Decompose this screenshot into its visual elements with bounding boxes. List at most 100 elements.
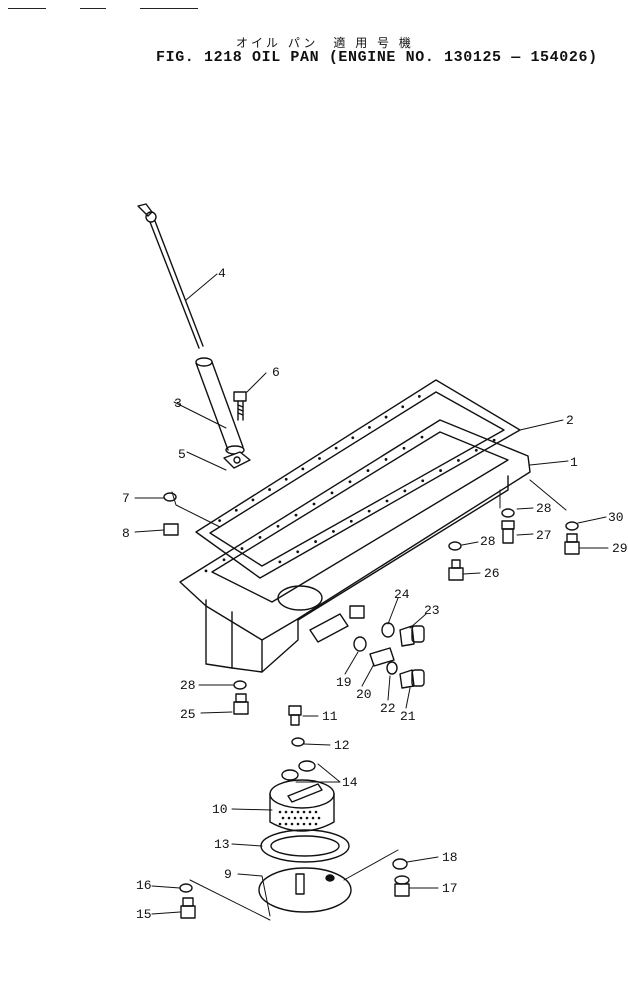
callout-13: 13 xyxy=(214,837,230,852)
gasket-hole xyxy=(251,498,255,502)
callout-4: 4 xyxy=(218,266,226,281)
strainer-hole xyxy=(299,816,303,820)
bolt-29 xyxy=(564,533,580,555)
gasket-hole xyxy=(284,477,288,481)
header-rule-2 xyxy=(80,8,106,9)
bolt-11 xyxy=(288,705,302,726)
strainer-hole xyxy=(287,816,291,820)
header-rule-3 xyxy=(140,8,198,9)
callout-24: 24 xyxy=(394,587,410,602)
washer-28c xyxy=(233,680,247,690)
gauge-tube xyxy=(195,357,245,455)
gasket-13 xyxy=(260,829,350,863)
washer-30 xyxy=(565,521,579,531)
pan-hole xyxy=(366,469,370,472)
callout-6: 6 xyxy=(272,365,280,380)
callout-11: 11 xyxy=(322,709,338,724)
figure-title: FIG. 1218 OIL PAN (ENGINE NO. 130125 — 1… xyxy=(156,49,598,66)
gasket-hole xyxy=(385,499,389,503)
strainer-10 xyxy=(269,779,335,832)
gasket-hole xyxy=(268,488,271,491)
gasket-hole xyxy=(334,446,338,450)
pan-hole xyxy=(312,502,316,506)
pan-hole xyxy=(420,435,424,439)
bolt-15 xyxy=(180,897,196,919)
bolt-26 xyxy=(448,559,464,581)
strainer-hole xyxy=(281,816,285,820)
callout-2: 2 xyxy=(566,413,574,428)
gasket-hole xyxy=(421,479,425,483)
strainer-hole xyxy=(278,810,282,814)
callout-16: 16 xyxy=(136,878,152,893)
callout-23: 23 xyxy=(424,603,440,618)
strainer-hole xyxy=(290,822,294,826)
strainer-hole xyxy=(308,822,312,826)
callout-26: 26 xyxy=(484,566,500,581)
callout-28-upper: 28 xyxy=(536,501,552,516)
japanese-title: オイル パン 適 用 号 機 xyxy=(236,36,414,50)
pan-hole xyxy=(330,491,334,495)
strainer-hole xyxy=(305,816,309,820)
bolt-6 xyxy=(233,391,247,421)
gasket-hole xyxy=(218,519,222,523)
strainer-perforations xyxy=(278,810,321,826)
plug-17 xyxy=(394,875,410,897)
strainer-hole xyxy=(290,810,294,814)
pan-hole xyxy=(240,547,244,550)
callout-17: 17 xyxy=(442,881,458,896)
gasket-hole xyxy=(349,519,353,523)
pan-hole xyxy=(384,458,388,461)
nut-8 xyxy=(163,523,179,536)
callout-29: 29 xyxy=(612,541,628,556)
gasket-hole xyxy=(318,457,321,460)
gasket-hole xyxy=(296,550,300,554)
strainer-hole xyxy=(296,810,300,814)
leader-lines xyxy=(134,273,609,921)
callout-3: 3 xyxy=(174,396,182,411)
gasket-hole xyxy=(492,438,496,442)
pan-hole xyxy=(222,558,226,562)
callout-7: 7 xyxy=(122,491,130,506)
pan-flange-holes xyxy=(204,394,496,573)
gasket-hole xyxy=(368,426,371,429)
gasket-hole xyxy=(403,489,407,493)
gasket-hole xyxy=(417,394,421,398)
washer-28b xyxy=(448,541,462,551)
pan-hole xyxy=(276,524,280,528)
pan-hole xyxy=(258,536,262,539)
callout-8: 8 xyxy=(122,526,130,541)
header-rule-1 xyxy=(8,8,46,9)
strainer-hole xyxy=(311,816,315,820)
tube-flange xyxy=(223,451,251,469)
strainer-hole xyxy=(314,822,318,826)
pan-hole xyxy=(402,446,406,450)
washer-7 xyxy=(163,492,177,502)
strainer-hole xyxy=(308,810,312,814)
callout-10: 10 xyxy=(212,802,228,817)
washer-22 xyxy=(386,661,398,675)
washer-28a xyxy=(501,508,515,518)
gasket-hole xyxy=(314,540,317,543)
gasket-19 xyxy=(353,636,367,652)
callout-22: 22 xyxy=(380,701,396,716)
callout-30: 30 xyxy=(608,510,624,525)
callout-1: 1 xyxy=(570,455,578,470)
gasket-hole xyxy=(384,415,388,419)
callout-12: 12 xyxy=(334,738,350,753)
strainer-hole xyxy=(296,822,300,826)
gasket-hole xyxy=(332,530,335,533)
gasket-hole xyxy=(474,448,478,452)
callout-20: 20 xyxy=(356,687,372,702)
dipstick xyxy=(137,203,204,349)
callout-21: 21 xyxy=(400,709,416,724)
callout-14: 14 xyxy=(342,775,358,790)
o-ring-18 xyxy=(392,858,408,870)
strainer-hole xyxy=(302,822,306,826)
washer-16 xyxy=(179,883,193,893)
strainer-hole xyxy=(317,816,321,820)
callout-5: 5 xyxy=(178,447,186,462)
gasket-hole xyxy=(278,560,282,564)
bolt-25 xyxy=(233,693,249,715)
